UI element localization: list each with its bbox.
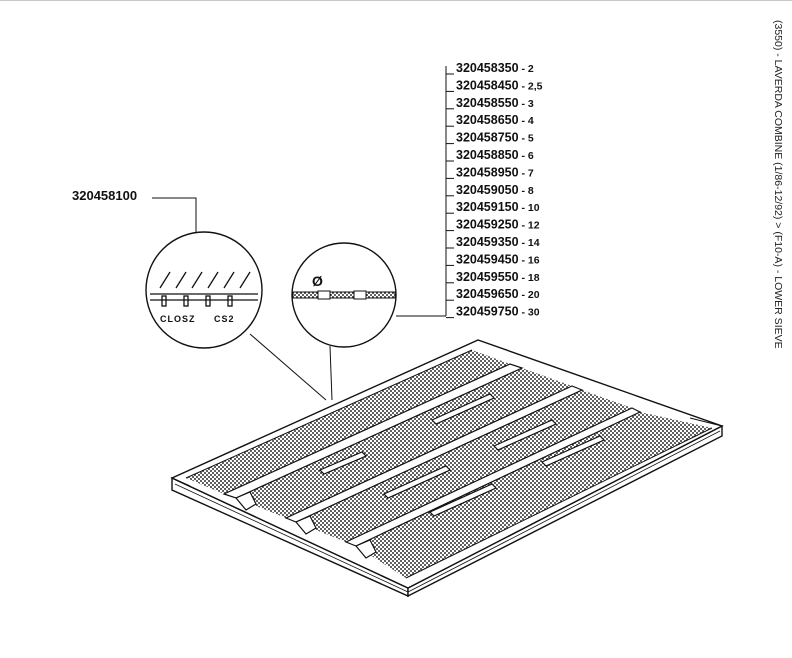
part-hole-size: - 4 (519, 115, 534, 127)
part-hole-size: - 14 (519, 237, 540, 249)
part-code: 320459650 (456, 287, 519, 301)
part-hole-size: - 30 (519, 307, 540, 319)
part-code: 320459250 (456, 218, 519, 232)
part-hole-size: - 12 (519, 220, 540, 232)
part-code: 320458550 (456, 96, 519, 110)
part-hole-size: - 6 (519, 150, 534, 162)
top-border (0, 0, 792, 1)
part-code: 320458350 (456, 61, 519, 75)
part-code: 320458950 (456, 165, 519, 179)
part-hole-size: - 3 (519, 98, 534, 110)
part-row: 320458850 - 6 (456, 148, 534, 162)
part-code: 320459050 (456, 183, 519, 197)
main-part-number: 320458100 (72, 188, 137, 203)
part-hole-size: - 10 (519, 202, 540, 214)
part-row: 320459250 - 12 (456, 218, 540, 232)
part-hole-size: - 8 (519, 185, 534, 197)
part-row: 320459450 - 16 (456, 252, 540, 266)
part-row: 320458450 - 2,5 (456, 78, 543, 92)
part-row: 320458650 - 4 (456, 113, 534, 127)
page-side-title: (3550) - LAVERDA COMBINE (1/86-12/92) > … (772, 20, 784, 349)
part-hole-size: - 7 (519, 167, 534, 179)
part-code: 320459350 (456, 235, 519, 249)
detail-label-closz: CLOSZ (160, 314, 196, 324)
part-code: 320459550 (456, 270, 519, 284)
part-hole-size: - 18 (519, 272, 540, 284)
part-code: 320458450 (456, 78, 519, 92)
part-code: 320459150 (456, 200, 519, 214)
part-row: 320458750 - 5 (456, 131, 534, 145)
part-code: 320458650 (456, 113, 519, 127)
part-code: 320459450 (456, 252, 519, 266)
part-code: 320458750 (456, 131, 519, 145)
sieve-edges (171, 349, 723, 579)
part-row: 320459550 - 18 (456, 270, 540, 284)
part-row: 320458350 - 2 (456, 61, 534, 75)
detail-circle-closure: CLOSZ CS2 (145, 231, 263, 349)
part-code: 320459750 (456, 305, 519, 319)
diameter-symbol-icon: Ø (312, 273, 323, 289)
detail-circle-diameter: Ø (291, 242, 397, 348)
part-row: 320459750 - 30 (456, 305, 540, 319)
part-row: 320459350 - 14 (456, 235, 540, 249)
part-row: 320459650 - 20 (456, 287, 540, 301)
part-row: 320459150 - 10 (456, 200, 540, 214)
part-row: 320458950 - 7 (456, 165, 534, 179)
part-hole-size: - 16 (519, 254, 540, 266)
part-row: 320458550 - 3 (456, 96, 534, 110)
part-row: 320459050 - 8 (456, 183, 534, 197)
leader-lines (152, 66, 447, 401)
detail-label-cs2: CS2 (214, 314, 235, 324)
part-hole-size: - 2,5 (519, 80, 543, 92)
part-hole-size: - 2 (519, 63, 534, 75)
part-hole-size: - 5 (519, 133, 534, 145)
divider-ribs (222, 363, 642, 559)
part-code: 320458850 (456, 148, 519, 162)
part-hole-size: - 20 (519, 289, 540, 301)
sieve-mesh (186, 350, 712, 578)
